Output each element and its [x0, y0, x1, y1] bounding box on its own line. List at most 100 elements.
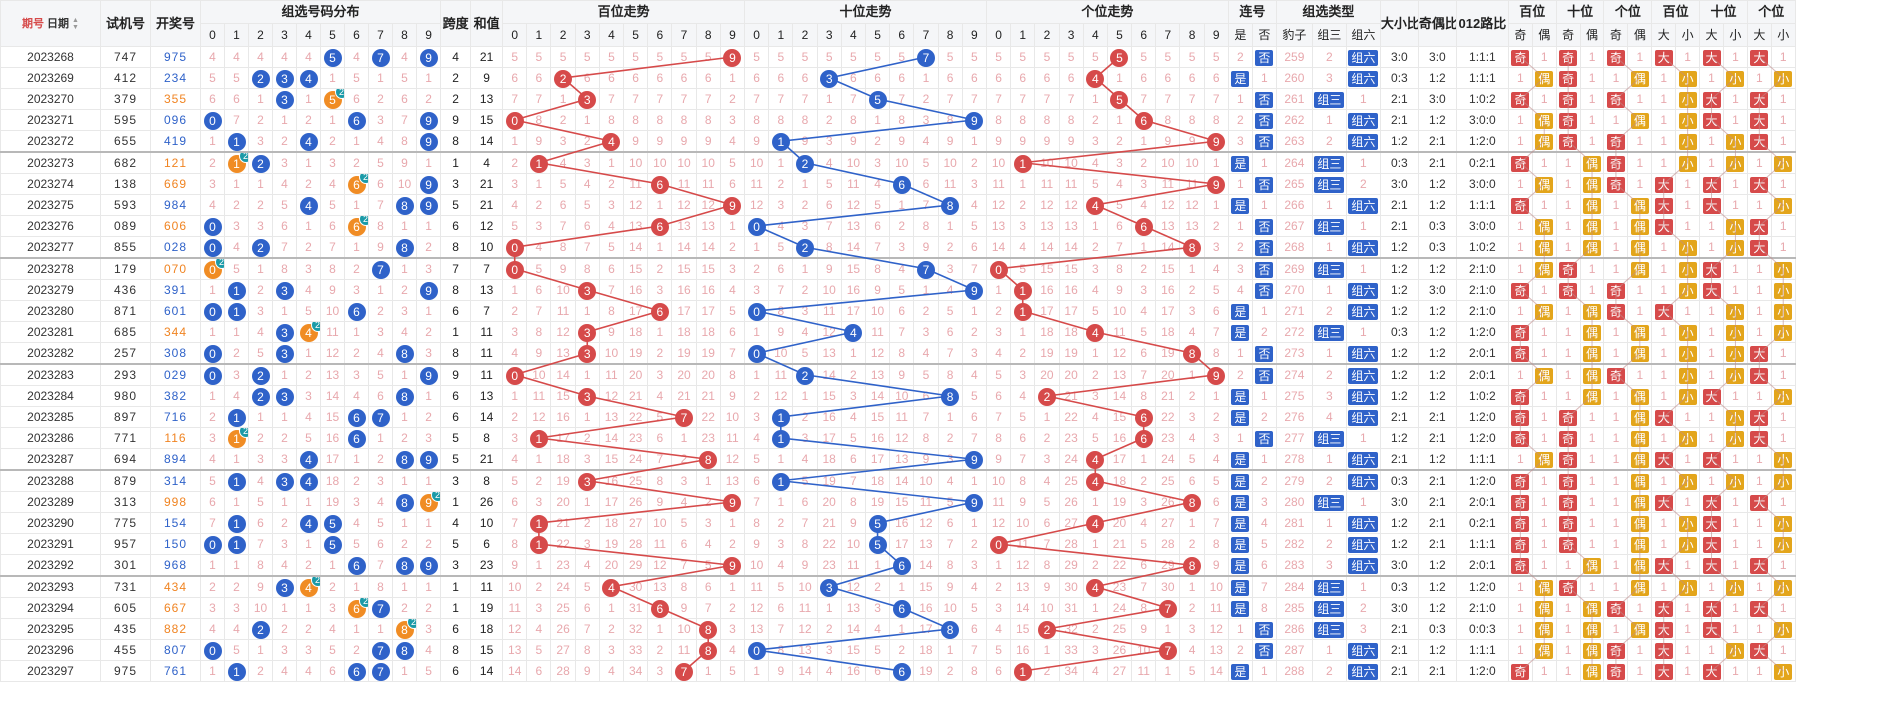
dist-cell: 1 — [344, 575, 369, 598]
bs-cell: 1 — [1651, 236, 1677, 259]
u-trend-cell: 1 — [1106, 67, 1133, 89]
big-small-ratio-cell: 0:3 — [1379, 151, 1419, 174]
h-trend-cell: 23 — [695, 427, 721, 449]
big-small-ratio-cell: 3:0 — [1379, 554, 1419, 577]
t-trend-cell: 0 — [744, 300, 770, 322]
u-trend-cell: 10 — [1203, 575, 1229, 598]
h-trend-ball: 9 — [723, 196, 742, 215]
h-trend-cell: 1 — [502, 385, 528, 407]
bs-cell: 1 — [1770, 173, 1796, 195]
dist-cell: 9 — [415, 554, 442, 577]
dist-cell: 3 — [368, 109, 393, 131]
oe-tag: 偶 — [1583, 303, 1602, 320]
sum-cell: 8 — [470, 469, 504, 492]
bs-cell: 1 — [1722, 46, 1748, 68]
h-trend-ball: 1 — [529, 535, 548, 554]
dist-ball: 6 — [347, 556, 366, 575]
u-trend-cell: 27 — [1058, 512, 1084, 534]
oe-tag: 奇 — [1559, 409, 1578, 426]
dist-cell: 1 — [272, 406, 297, 428]
h-trend-cell: 6 — [574, 597, 600, 619]
bs-tag: 大 — [1750, 409, 1769, 426]
u-trend-cell: 18 — [1106, 469, 1133, 492]
bs-cell: 1 — [1699, 639, 1724, 661]
issue-toggle[interactable]: 期号 — [22, 17, 45, 30]
oe-cell: 奇 — [1507, 533, 1533, 555]
dist-digit-6: 6 — [344, 23, 369, 47]
oe-cell: 1 — [1555, 342, 1581, 365]
dist-cell: 4 — [296, 67, 321, 89]
h-trend-cell: 3 — [574, 321, 600, 343]
units-digit-0: 0 — [985, 23, 1012, 47]
oe-tens-1: 偶 — [1579, 23, 1605, 47]
draw-number-cell: 234 — [150, 67, 201, 89]
dist-cell: 2 — [224, 342, 249, 365]
t-trend-cell: 5 — [840, 427, 866, 449]
consec-cell: 2 — [1227, 109, 1253, 131]
u-trend-cell: 4 — [1082, 469, 1108, 492]
date-toggle[interactable]: 日期 — [47, 17, 70, 30]
u-trend-cell: 10 — [985, 469, 1012, 492]
t-trend-cell: 10 — [889, 385, 915, 407]
dist-cell: 8 — [368, 575, 393, 598]
oe-cell: 偶 — [1627, 491, 1653, 513]
h-trend-cell: 5 — [671, 46, 697, 68]
t-trend-cell: 1 — [937, 639, 963, 661]
dist-cell: 1 — [296, 597, 321, 619]
sum-cell: 21 — [470, 173, 504, 195]
t-trend-ball: 3 — [820, 578, 839, 597]
h-trend-ball: 6 — [650, 599, 669, 618]
bs-tag: 小 — [1774, 579, 1793, 596]
dist-ball: 4 — [299, 472, 318, 491]
group-type-cell: 组六 — [1345, 639, 1381, 661]
dist-cell: 0 — [200, 109, 225, 131]
t-trend-cell: 9 — [937, 130, 963, 153]
group-type-cell: 1 — [1311, 109, 1347, 131]
dist-cell: 9 — [415, 363, 442, 386]
h-trend-cell: 4 — [598, 130, 625, 153]
u-trend-cell: 12 — [1179, 194, 1205, 216]
h-trend-ball: 0 — [505, 260, 524, 279]
h-trend-cell: 1 — [574, 300, 600, 322]
oe-tag: 偶 — [1535, 367, 1554, 384]
h-trend-cell: 20 — [671, 363, 697, 386]
dist-cell: 2 — [344, 342, 369, 365]
h-trend-cell: 2 — [719, 597, 746, 619]
dist-cell: 7 — [200, 512, 225, 534]
u-trend-cell: 1 — [1010, 300, 1036, 322]
group-type-cell: 264 — [1275, 151, 1313, 174]
sum-cell: 11 — [470, 321, 504, 343]
dist-cell: 3 — [344, 491, 369, 513]
t-trend-cell: 4 — [961, 575, 987, 598]
dist-cell: 8 — [392, 448, 417, 471]
t-trend-cell: 6 — [792, 491, 818, 513]
dist-cell: 2 — [344, 639, 369, 661]
dist-cell: 3 — [344, 363, 369, 386]
bs-cell: 小 — [1722, 406, 1748, 428]
dist-cell: 6 — [224, 88, 249, 110]
issue-cell: 2023296 — [0, 639, 101, 661]
u-trend-ball: 8 — [1183, 238, 1202, 257]
group-type-tag: 组三 — [1314, 91, 1345, 108]
oe-tag: 奇 — [1606, 367, 1625, 384]
dist-cell: 1 — [224, 279, 249, 301]
oe-cell: 1 — [1531, 385, 1557, 407]
t-trend-ball: 8 — [941, 387, 960, 406]
dist-cell: 3 — [200, 597, 225, 619]
h-trend-cell: 11 — [647, 533, 673, 555]
oe-cell: 偶 — [1579, 321, 1605, 343]
dist-cell: 5 — [415, 660, 442, 682]
u-trend-ball: 4 — [1086, 196, 1105, 215]
bs-tag: 大 — [1654, 557, 1673, 574]
u-trend-cell: 5 — [1179, 46, 1205, 68]
oe-tag: 奇 — [1559, 430, 1578, 447]
oe-cell: 1 — [1507, 215, 1533, 237]
sum-cell: 21 — [470, 46, 504, 68]
u-trend-cell: 1 — [1203, 151, 1229, 174]
u-trend-cell: 12 — [985, 512, 1012, 534]
sort-icon[interactable]: ▲▼ — [72, 16, 79, 31]
